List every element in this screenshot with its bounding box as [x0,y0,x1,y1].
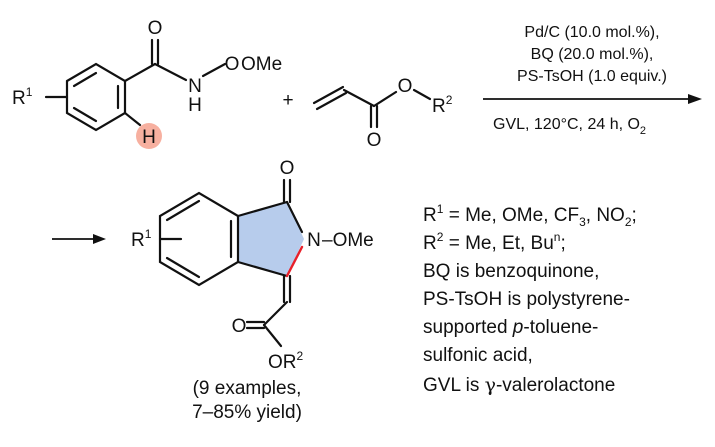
ring-carbonyl-bond [236,200,289,218]
reactant-acrylate: O O R2 [312,76,453,151]
vinyl-double-bond [312,85,345,105]
note-r2: R2 = Me, Et, Bun; [423,230,566,254]
condition-catalyst: Pd/C (10.0 mol.%), [524,24,659,41]
amide-n-label: N [188,76,202,97]
ch-highlight [136,123,162,149]
lactam-ring-highlight [238,202,304,276]
product-or2-label: OR2 [268,349,304,373]
reactant-benzamide: O N H O OMe R1 H [12,18,282,149]
vinyl-double-bond [315,91,348,111]
ch-h-label: H [142,127,156,148]
carbonyl-n-bond [285,200,304,234]
ring-carbonyl-bond [123,62,157,83]
note-bq: BQ is benzoquinone, [423,261,599,282]
amide-h-label: H [188,95,202,116]
product-isoindolinone: O N –OMe R1 O OR2 (9 examples, 7–85% yie… [131,158,374,423]
continuation-arrow [52,234,106,244]
carbonyl-o-label: O [148,18,163,39]
product-ring-double-bond [165,256,201,279]
continuation-arrow-head [93,234,106,244]
condition-solvent-temp: GVL, 120°C, 24 h, O2 [493,116,646,137]
note-pstsoh: PS-TsOH is polystyrene- [423,289,630,310]
product-ring-double-bond [165,199,201,222]
plus-sign: + [282,90,293,111]
ring-exo-carbon-bond [236,260,289,278]
condition-oxidant: BQ (20.0 mol.%), [531,46,654,63]
r1-label: R1 [12,85,33,109]
reaction-arrow-group: Pd/C (10.0 mol.%), BQ (20.0 mol.%), PS-T… [483,24,702,137]
product-ester-o-label: O [232,316,247,337]
ester-single-bond [262,323,283,348]
product-r1-label: R1 [131,227,152,251]
product-n-label: N [307,230,321,251]
note-sulfonic: sulfonic acid, [423,345,533,366]
ch-bond [123,111,142,127]
r2-label: R2 [432,93,453,117]
methoxy-me-label: OMe [241,54,282,75]
ester-c-o-bond [372,90,398,108]
ring-double-bond [72,106,98,123]
new-c-n-bond [285,245,304,278]
vinyl-carbonyl-bond [342,88,376,108]
yield-range: 7–85% yield) [192,402,302,423]
note-r1: R1 = Me, OMe, CF3, NO2; [423,202,637,229]
legend-notes: R1 = Me, OMe, CF3, NO2; R2 = Me, Et, Bun… [423,202,637,396]
note-supported: supported p-toluene- [423,317,598,338]
o-r2-bond [412,88,432,101]
examples-count: (9 examples, [193,378,302,399]
ring-double-bond [72,71,98,88]
vinyl-ester-bond [262,300,289,327]
methoxy-o-label: O [225,54,240,75]
amide-c-n-bond [153,62,188,82]
acrylate-carbonyl-o-label: O [367,130,382,151]
ester-o-label: O [398,76,413,97]
n-o-bond [201,62,227,78]
note-gvl: GVL is γ-valerolactone [423,374,615,396]
condition-acid: PS-TsOH (1.0 equiv.) [517,68,667,85]
product-carbonyl-o-label: O [280,158,295,179]
product-ome-label: –OMe [322,230,374,251]
reaction-arrow-head [688,94,702,104]
